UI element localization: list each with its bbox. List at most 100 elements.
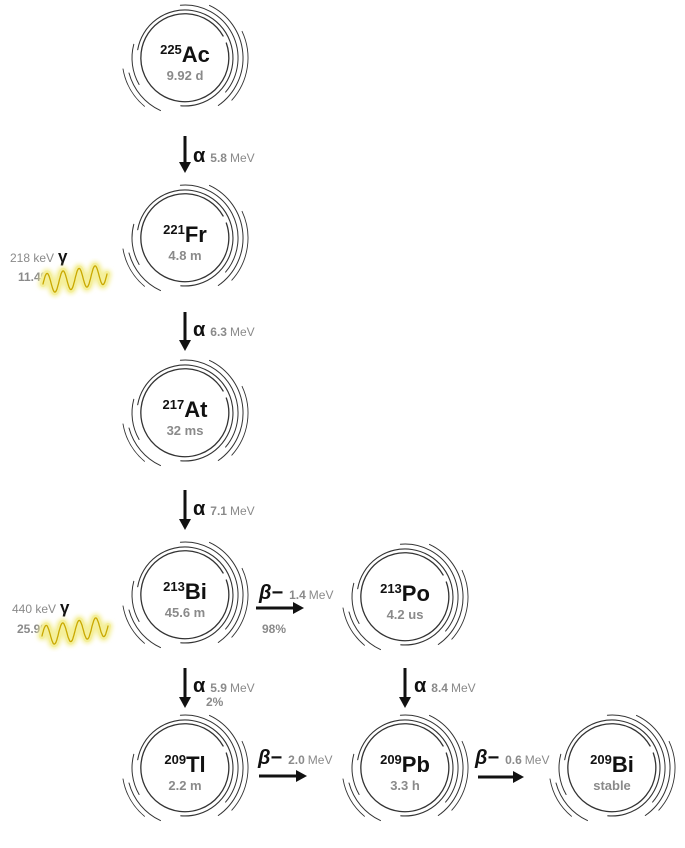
nuclide-bi213: 213Bi 45.6 m	[122, 541, 249, 649]
nuclide-po213: 213Po 4.2 us	[342, 543, 469, 651]
svg-text:213Bi: 213Bi	[163, 579, 207, 604]
nuclide-mass: 209	[164, 752, 186, 767]
decay-energy-unit: MeV	[230, 681, 255, 695]
gamma-symbol: γ	[58, 247, 68, 266]
nuclide-symbol: Bi	[185, 579, 207, 604]
decay-energy-unit: MeV	[308, 753, 333, 767]
decay-mode: α	[193, 675, 206, 697]
gamma-wave-icon	[37, 613, 113, 649]
gamma-energy: 218 keV	[10, 251, 54, 265]
nuclide-symbol: Tl	[186, 752, 206, 777]
nuclide-rings-icon	[122, 184, 249, 292]
nuclide-mass: 213	[380, 581, 402, 596]
nuclide-mass: 213	[163, 579, 185, 594]
decay-energy-unit: MeV	[451, 681, 476, 695]
nuclide-rings-icon	[122, 541, 249, 649]
decay-energy-unit: MeV	[525, 753, 550, 767]
decay-energy-unit: MeV	[230, 504, 255, 518]
nuclide-symbol: Bi	[612, 752, 634, 777]
nuclide-half-life: 45.6 m	[165, 605, 205, 620]
nuclide-symbol: Fr	[185, 222, 207, 247]
arrow-down-icon	[179, 668, 191, 708]
arrow-down-icon	[179, 312, 191, 351]
nuclide-mass: 209	[590, 752, 612, 767]
nuclide-rings-icon	[342, 543, 469, 651]
svg-text:213Po: 213Po	[380, 581, 430, 606]
decay-energy-unit: MeV	[230, 151, 255, 165]
arrow-down-icon	[399, 668, 411, 708]
gamma-energy: 440 keV	[12, 602, 56, 616]
decay-mode: α	[193, 319, 206, 341]
decay-energy: 7.1	[210, 504, 227, 518]
decay-branching-ratio: 98%	[262, 622, 286, 636]
decay-branching-ratio: 2%	[206, 695, 224, 709]
decay-energy: 8.4	[431, 681, 448, 695]
nuclide-half-life: 4.2 us	[387, 607, 424, 622]
svg-text:217At: 217At	[163, 397, 209, 422]
nuclide-symbol: Po	[402, 581, 430, 606]
nuclide-half-life: stable	[593, 778, 631, 793]
nuclide-rings-icon	[122, 359, 249, 467]
arrow-down-icon	[179, 136, 191, 173]
nuclide-half-life: 2.2 m	[168, 778, 201, 793]
nuclide-fr221: 221Fr 4.8 m	[122, 184, 249, 292]
nuclide-rings-icon	[122, 4, 249, 112]
arrow-down-icon	[179, 490, 191, 530]
svg-text:209Tl: 209Tl	[164, 752, 205, 777]
nuclide-mass: 217	[163, 397, 185, 412]
decay-energy: 1.4	[289, 588, 306, 602]
nuclide-symbol: Pb	[402, 752, 430, 777]
nuclide-at217: 217At 32 ms	[122, 359, 249, 467]
nuclide-rings-icon	[549, 714, 676, 822]
nuclide-symbol: Ac	[182, 42, 210, 67]
decay-mode: β−	[474, 747, 499, 769]
decay-energy: 0.6	[505, 753, 522, 767]
nuclide-mass: 209	[380, 752, 402, 767]
decay-mode: α	[193, 498, 206, 520]
decay-mode: β−	[257, 747, 282, 769]
nuclide-pb209: 209Pb 3.3 h	[342, 714, 469, 822]
nuclide-tl209: 209Tl 2.2 m	[122, 714, 249, 822]
decay-mode: α	[414, 675, 427, 697]
gamma-wave-icon	[38, 261, 112, 297]
decay-energy-unit: MeV	[230, 325, 255, 339]
svg-text:209Bi: 209Bi	[590, 752, 634, 777]
arrow-right-icon	[259, 770, 307, 782]
svg-text:209Pb: 209Pb	[380, 752, 430, 777]
svg-text:221Fr: 221Fr	[163, 222, 207, 247]
nuclide-half-life: 3.3 h	[390, 778, 420, 793]
nuclide-bi209: 209Bi stable	[549, 714, 676, 822]
nuclide-half-life: 32 ms	[167, 423, 204, 438]
decay-mode: α	[193, 145, 206, 167]
arrow-right-icon	[478, 771, 524, 783]
arrow-right-icon	[256, 602, 304, 614]
nuclide-symbol: At	[184, 397, 208, 422]
nuclide-rings-icon	[342, 714, 469, 822]
decay-energy-unit: MeV	[309, 588, 334, 602]
nuclide-half-life: 4.8 m	[168, 248, 201, 263]
decay-energy: 5.9	[210, 681, 227, 695]
nuclide-rings-icon	[122, 714, 249, 822]
decay-energy: 2.0	[288, 753, 305, 767]
